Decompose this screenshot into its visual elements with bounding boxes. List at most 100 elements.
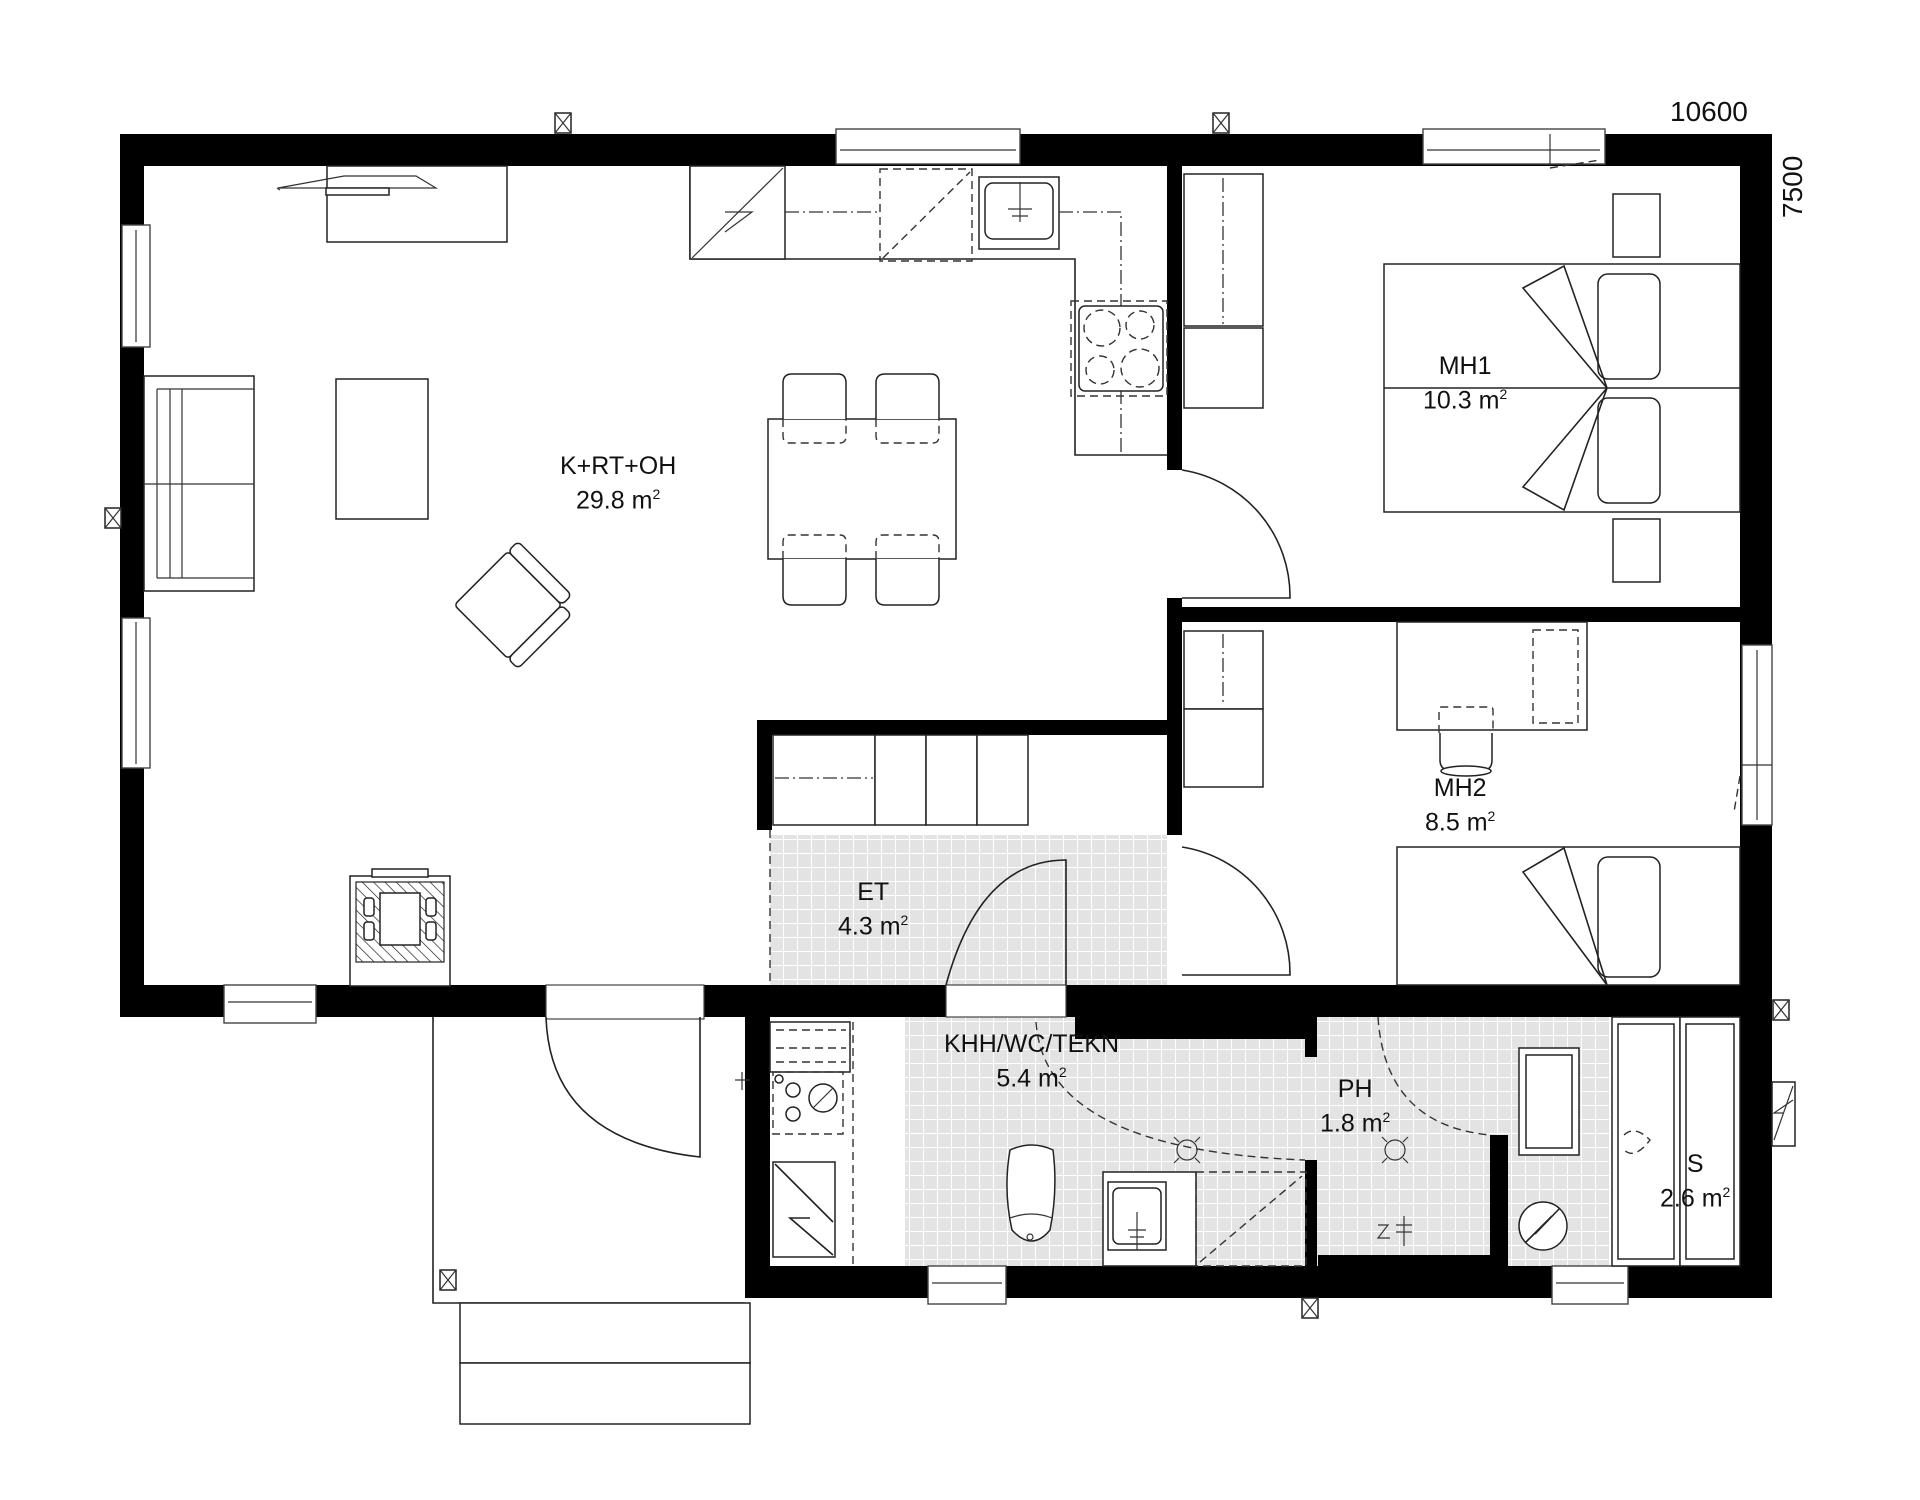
nightstand-icon (1612, 518, 1661, 583)
window-right-mh2 (1741, 644, 1773, 826)
office-chair-icon (1438, 706, 1494, 777)
window-left-upper (121, 224, 151, 348)
outlet-icon (735, 1072, 750, 1090)
dryer-icon (769, 1021, 851, 1073)
room-label-s: S 2.6 m2 (1660, 1150, 1730, 1212)
vent-markers (104, 112, 1790, 1319)
vent-icon (1212, 112, 1230, 134)
ph-furniture (1376, 1016, 1491, 1246)
porch-outline (432, 1017, 745, 1304)
room-area: 8.5 m2 (1425, 808, 1496, 837)
room-area: 5.4 m2 (996, 1064, 1067, 1093)
room-name: MH2 (1433, 774, 1487, 802)
sofa-icon (143, 375, 255, 592)
fuse-box-icon (1771, 1081, 1796, 1147)
ceiling-light-icon (1381, 1136, 1409, 1164)
window-bottom-khh (927, 1265, 1007, 1305)
washing-machine-icon (772, 1071, 844, 1135)
window-top-mh1 (1422, 128, 1606, 169)
room-name: KHH/WC/TEKN (944, 1030, 1119, 1058)
sauna-stove-icon (1518, 1047, 1580, 1156)
window-top-kitchen (835, 128, 1021, 165)
window-bottom-s (1551, 1265, 1629, 1305)
mh1-furniture (1181, 173, 1741, 599)
window-swing-icon (1733, 775, 1741, 813)
depth-dimension-label: 7500 (1777, 155, 1808, 218)
entry-porch (432, 1016, 751, 1425)
mh1-door-opening (1167, 470, 1182, 598)
room-label-et: ET 4.3 m2 (838, 878, 908, 940)
sauna-furniture (1518, 1016, 1796, 1267)
toilet-icon (1006, 1144, 1056, 1242)
room-area: 10.3 m2 (1423, 386, 1508, 415)
fireplace-icon (349, 868, 451, 987)
kitchen-sink-icon (978, 176, 1060, 250)
boiler-icon (772, 1161, 836, 1258)
mh2-door-opening (1167, 835, 1182, 985)
door-swing-icon (945, 859, 1067, 986)
kitchen (689, 165, 1168, 456)
room-name: ET (857, 878, 890, 906)
dining-chair-icon (782, 534, 847, 606)
tv-unit-icon (276, 165, 508, 243)
washbasin-icon (1102, 1171, 1197, 1267)
armchair-icon (455, 542, 571, 668)
double-bed-icon (1383, 263, 1741, 513)
room-area: 2.6 m2 (1660, 1184, 1731, 1213)
door-swing-icon (545, 1016, 701, 1158)
vent-icon (1301, 1297, 1319, 1319)
dining-set (767, 373, 957, 606)
room-label-k-rt-oh: K+RT+OH 29.8 m2 (560, 452, 676, 514)
room-name: PH (1337, 1075, 1373, 1103)
door-swing-icon (1181, 846, 1291, 976)
room-area: 1.8 m2 (1320, 1109, 1391, 1138)
entry-door-opening (545, 984, 705, 1020)
single-bed-icon (1396, 846, 1741, 986)
fridge-icon (689, 165, 786, 260)
ceiling-light-icon (1623, 1130, 1651, 1154)
dining-chair-icon (782, 373, 847, 444)
room-name: S (1686, 1150, 1704, 1178)
room-label-ph: PH 1.8 m2 (1320, 1075, 1390, 1137)
vent-icon (1772, 999, 1790, 1021)
wardrobe-icon (772, 734, 1029, 826)
vent-icon (554, 112, 572, 134)
dining-chair-icon (875, 373, 940, 444)
coffee-table-icon (335, 378, 429, 520)
door-swing-icon (1181, 469, 1291, 599)
ceiling-light-icon (1173, 1136, 1201, 1164)
window-left-lower (121, 617, 151, 769)
utility-furniture (769, 1021, 1307, 1267)
wardrobe-icon (1183, 630, 1264, 788)
vent-icon (439, 1269, 457, 1291)
desk-icon (1396, 621, 1588, 731)
et-door-opening (945, 984, 1067, 1018)
window-bottom-living (223, 984, 317, 1024)
entry-steps-icon (459, 1362, 751, 1425)
room-label-mh1: MH1 10.3 m2 (1423, 352, 1507, 414)
entry-steps-icon (459, 1302, 751, 1364)
room-area: 29.8 m2 (576, 486, 661, 515)
dining-table-icon (767, 418, 957, 560)
shower-icon (1195, 1171, 1307, 1267)
et-tiles (770, 835, 1182, 985)
wardrobe-icon (1183, 173, 1264, 409)
width-dimension-label: 10600 (1670, 96, 1748, 127)
room-label-mh2: MH2 8.5 m2 (1425, 774, 1495, 836)
sauna-bench-icon (1611, 1016, 1741, 1267)
room-name: MH1 (1438, 352, 1492, 380)
living-furniture (143, 165, 571, 987)
floor-drain-icon (1376, 1216, 1412, 1246)
windows (121, 128, 1773, 1305)
room-label-khh-wc-tekn: KHH/WC/TEKN 5.4 m2 (944, 1030, 1119, 1092)
boiler-icon (1518, 1201, 1568, 1251)
et-furniture (769, 734, 1067, 986)
door-swing-icon (1035, 1021, 1306, 1161)
dishwasher-icon (879, 168, 973, 262)
stove-icon (1070, 300, 1168, 397)
vent-icon (104, 507, 122, 529)
dining-chair-icon (875, 534, 940, 606)
nightstand-icon (1612, 193, 1661, 258)
room-name: K+RT+OH (560, 452, 677, 480)
